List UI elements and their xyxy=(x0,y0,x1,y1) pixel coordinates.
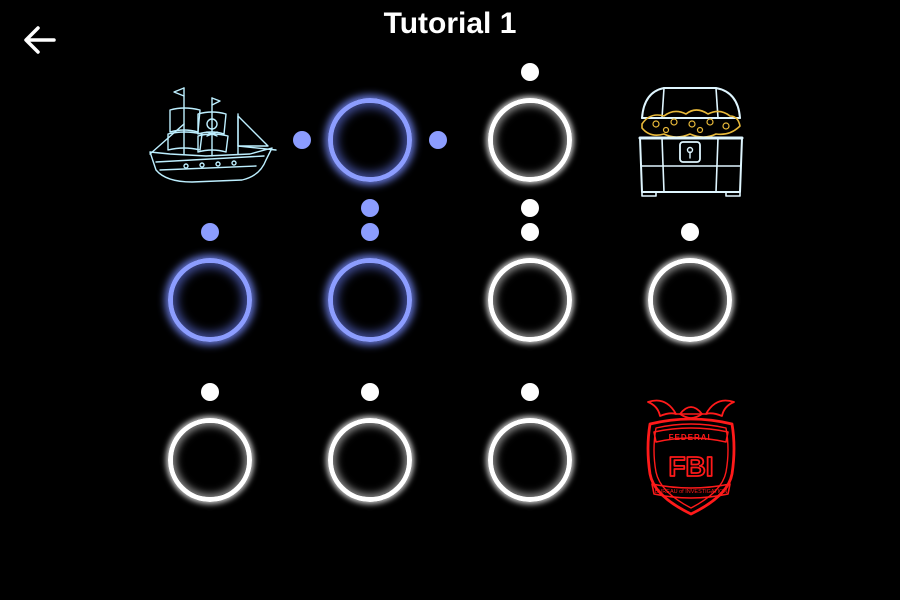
badge-main-label: FBI xyxy=(668,451,713,482)
pirate-ship-icon[interactable] xyxy=(146,84,278,190)
connector-dot xyxy=(201,223,219,241)
arrow-left-icon xyxy=(24,26,56,54)
page-title: Tutorial 1 xyxy=(383,7,517,40)
path-node-r1c2[interactable] xyxy=(328,98,412,182)
connector-dot xyxy=(521,223,539,241)
connector-dot xyxy=(681,223,699,241)
path-node-r2c2[interactable] xyxy=(328,258,412,342)
path-node-r2c4[interactable] xyxy=(648,258,732,342)
back-button[interactable] xyxy=(18,18,62,62)
connector-dot xyxy=(361,383,379,401)
path-node-r2c1[interactable] xyxy=(168,258,252,342)
connector-dot xyxy=(429,131,447,149)
treasure-chest-icon[interactable] xyxy=(634,84,746,198)
path-node-r3c2[interactable] xyxy=(328,418,412,502)
path-node-r2c3[interactable] xyxy=(488,258,572,342)
path-node-r3c3[interactable] xyxy=(488,418,572,502)
badge-top-label: FEDERAL xyxy=(669,433,714,442)
connector-dot xyxy=(521,383,539,401)
connector-dot xyxy=(361,223,379,241)
connector-dot xyxy=(293,131,311,149)
path-node-r1c3[interactable] xyxy=(488,98,572,182)
connector-dot xyxy=(521,199,539,217)
fbi-badge-icon[interactable]: FEDERAL FBI BUREAU of INVESTIGATION xyxy=(636,392,746,522)
path-node-r3c1[interactable] xyxy=(168,418,252,502)
connector-dot xyxy=(361,199,379,217)
badge-bottom-label: BUREAU of INVESTIGATION xyxy=(655,489,728,495)
connector-dot xyxy=(521,63,539,81)
connector-dot xyxy=(201,383,219,401)
